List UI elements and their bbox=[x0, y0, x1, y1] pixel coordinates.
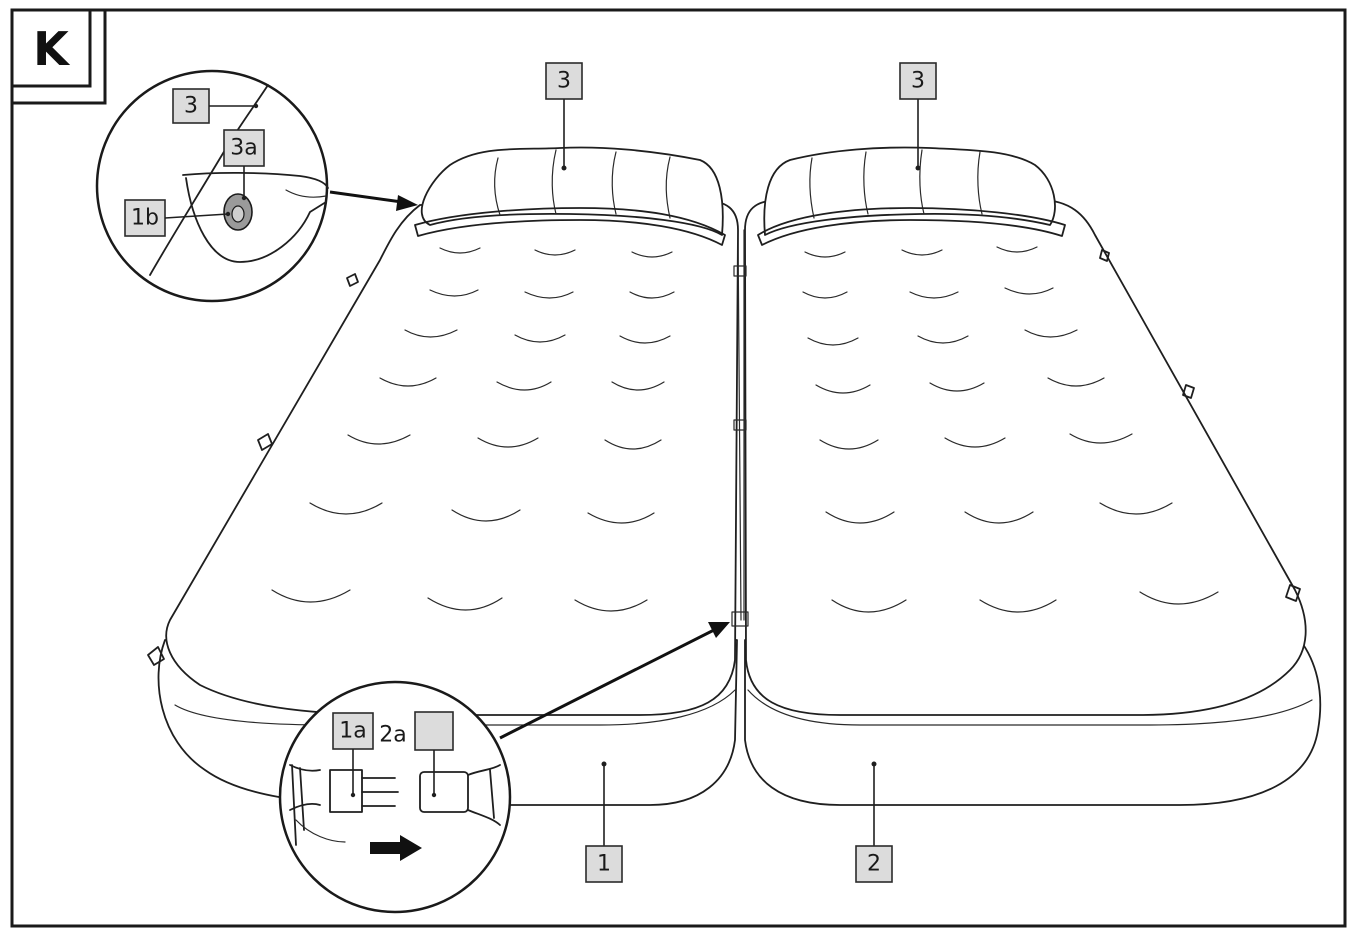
center-strap bbox=[731, 229, 749, 627]
label-mattress-1: 1 bbox=[585, 761, 623, 883]
svg-text:2: 2 bbox=[867, 852, 881, 877]
label-inset-buckle-1a: 1a bbox=[332, 712, 374, 798]
inset-valve-arrow bbox=[329, 190, 418, 211]
svg-text:3: 3 bbox=[911, 69, 925, 94]
right-arrow-icon bbox=[370, 835, 422, 861]
svg-text:2a: 2a bbox=[379, 723, 406, 748]
inset-valve-detail bbox=[95, 69, 329, 303]
svg-text:3: 3 bbox=[557, 69, 571, 94]
svg-text:3a: 3a bbox=[230, 136, 257, 161]
label-pillow-left: 3 bbox=[545, 62, 583, 171]
label-inset-connector-1b: 1b bbox=[124, 199, 231, 237]
mattress-right bbox=[744, 199, 1322, 806]
svg-text:1a: 1a bbox=[339, 719, 366, 744]
label-inset-valve: 3a bbox=[223, 129, 265, 201]
label-inset-buckle-2a: 2a bbox=[379, 711, 454, 798]
left-tufts bbox=[271, 247, 675, 612]
inset-buckle-detail bbox=[278, 680, 512, 914]
svg-text:1: 1 bbox=[597, 852, 611, 877]
label-inset-pillow: 3 bbox=[172, 88, 259, 124]
pillow-left bbox=[414, 146, 726, 246]
inset-buckle-arrow bbox=[499, 622, 730, 740]
label-mattress-2: 2 bbox=[855, 761, 893, 883]
svg-text:3: 3 bbox=[184, 94, 198, 119]
panel-letter-badge: K bbox=[10, 8, 107, 105]
svg-text:1b: 1b bbox=[131, 206, 159, 231]
pillow-right bbox=[757, 146, 1066, 246]
label-pillow-right: 3 bbox=[899, 62, 937, 171]
panel-letter: K bbox=[33, 22, 71, 76]
right-tufts bbox=[802, 246, 1219, 613]
